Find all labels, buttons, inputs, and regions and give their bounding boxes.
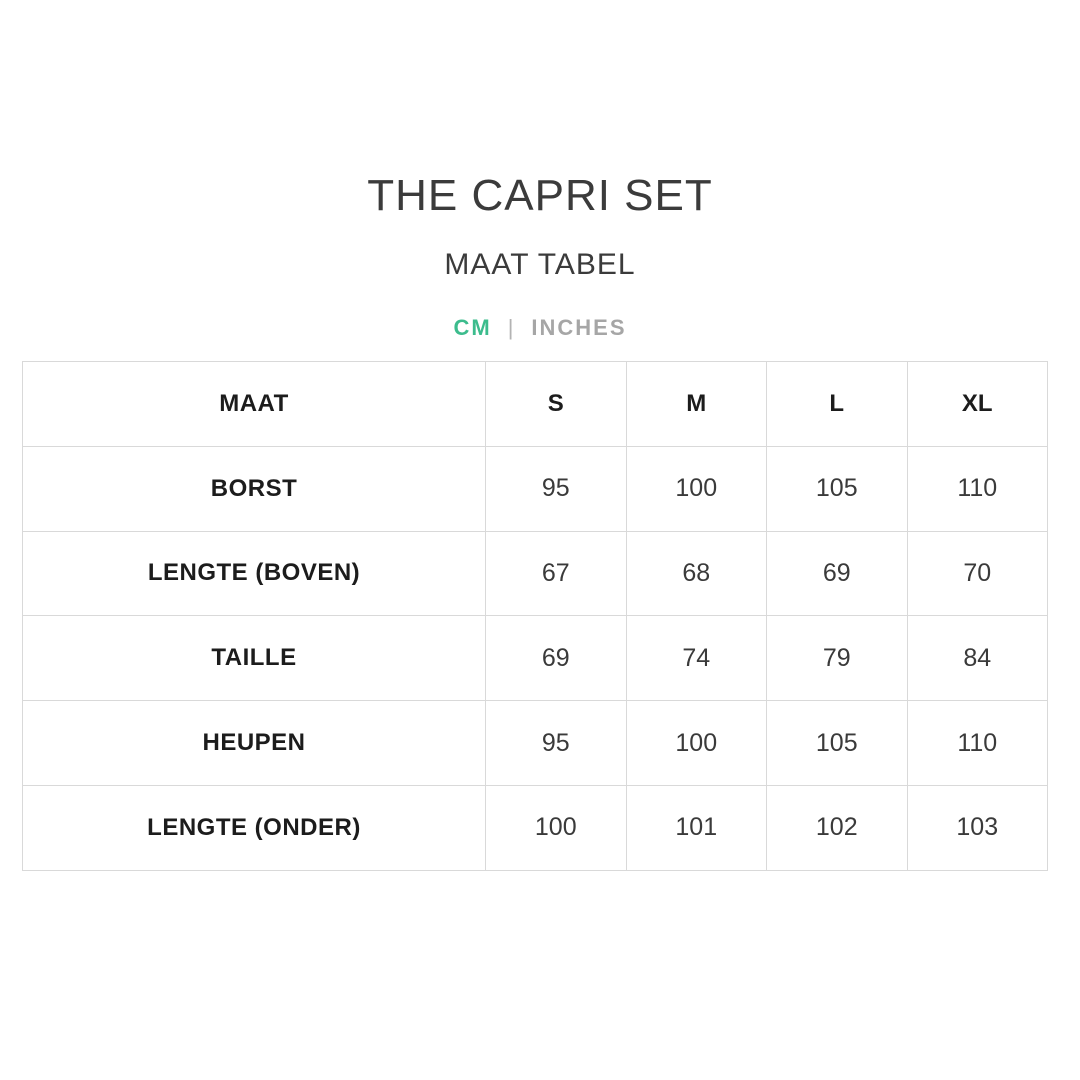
- value-cell: 69: [485, 615, 627, 702]
- row-label: LENGTE (ONDER): [22, 784, 486, 871]
- header-cell-xl: XL: [906, 361, 1048, 447]
- value-cell: 100: [485, 784, 627, 871]
- value-cell: 95: [485, 700, 627, 786]
- value-cell: 101: [625, 784, 767, 871]
- value-cell: 67: [485, 530, 627, 617]
- value-cell: 102: [766, 784, 908, 871]
- value-cell: 105: [766, 700, 908, 786]
- header-cell-maat: MAAT: [22, 361, 486, 447]
- value-cell: 70: [906, 530, 1048, 617]
- header-cell-m: M: [625, 361, 767, 447]
- row-label: TAILLE: [22, 615, 486, 702]
- value-cell: 100: [625, 700, 767, 786]
- value-cell: 103: [906, 784, 1048, 871]
- header-cell-l: L: [766, 361, 908, 447]
- value-cell: 79: [766, 615, 908, 702]
- size-table: MAAT S M L XL BORST 95 100 105 110 LENGT…: [22, 361, 1048, 871]
- value-cell: 74: [625, 615, 767, 702]
- value-cell: 84: [906, 615, 1048, 702]
- unit-option-cm[interactable]: CM: [453, 315, 492, 340]
- page-title: THE CAPRI SET: [367, 171, 713, 220]
- table-row-lengte-onder: LENGTE (ONDER) 100 101 102 103: [22, 784, 1048, 871]
- unit-toggle: CM | INCHES: [0, 314, 1080, 342]
- row-label: HEUPEN: [22, 700, 486, 786]
- row-label: LENGTE (BOVEN): [22, 530, 486, 617]
- table-row-borst: BORST 95 100 105 110: [22, 445, 1048, 532]
- table-row-heupen: HEUPEN 95 100 105 110: [22, 700, 1048, 786]
- value-cell: 110: [906, 445, 1048, 532]
- unit-option-inches[interactable]: INCHES: [531, 315, 627, 340]
- value-cell: 100: [625, 445, 767, 532]
- value-cell: 68: [625, 530, 767, 617]
- value-cell: 95: [485, 445, 627, 532]
- table-row-lengte-boven: LENGTE (BOVEN) 67 68 69 70: [22, 530, 1048, 617]
- row-label: BORST: [22, 445, 486, 532]
- unit-toggle-separator: |: [507, 315, 516, 340]
- page-subtitle: MAAT TABEL: [444, 248, 636, 281]
- value-cell: 105: [766, 445, 908, 532]
- size-table-header-row: MAAT S M L XL: [22, 361, 1048, 447]
- table-row-taille: TAILLE 69 74 79 84: [22, 615, 1048, 702]
- value-cell: 110: [906, 700, 1048, 786]
- header-cell-s: S: [485, 361, 627, 447]
- value-cell: 69: [766, 530, 908, 617]
